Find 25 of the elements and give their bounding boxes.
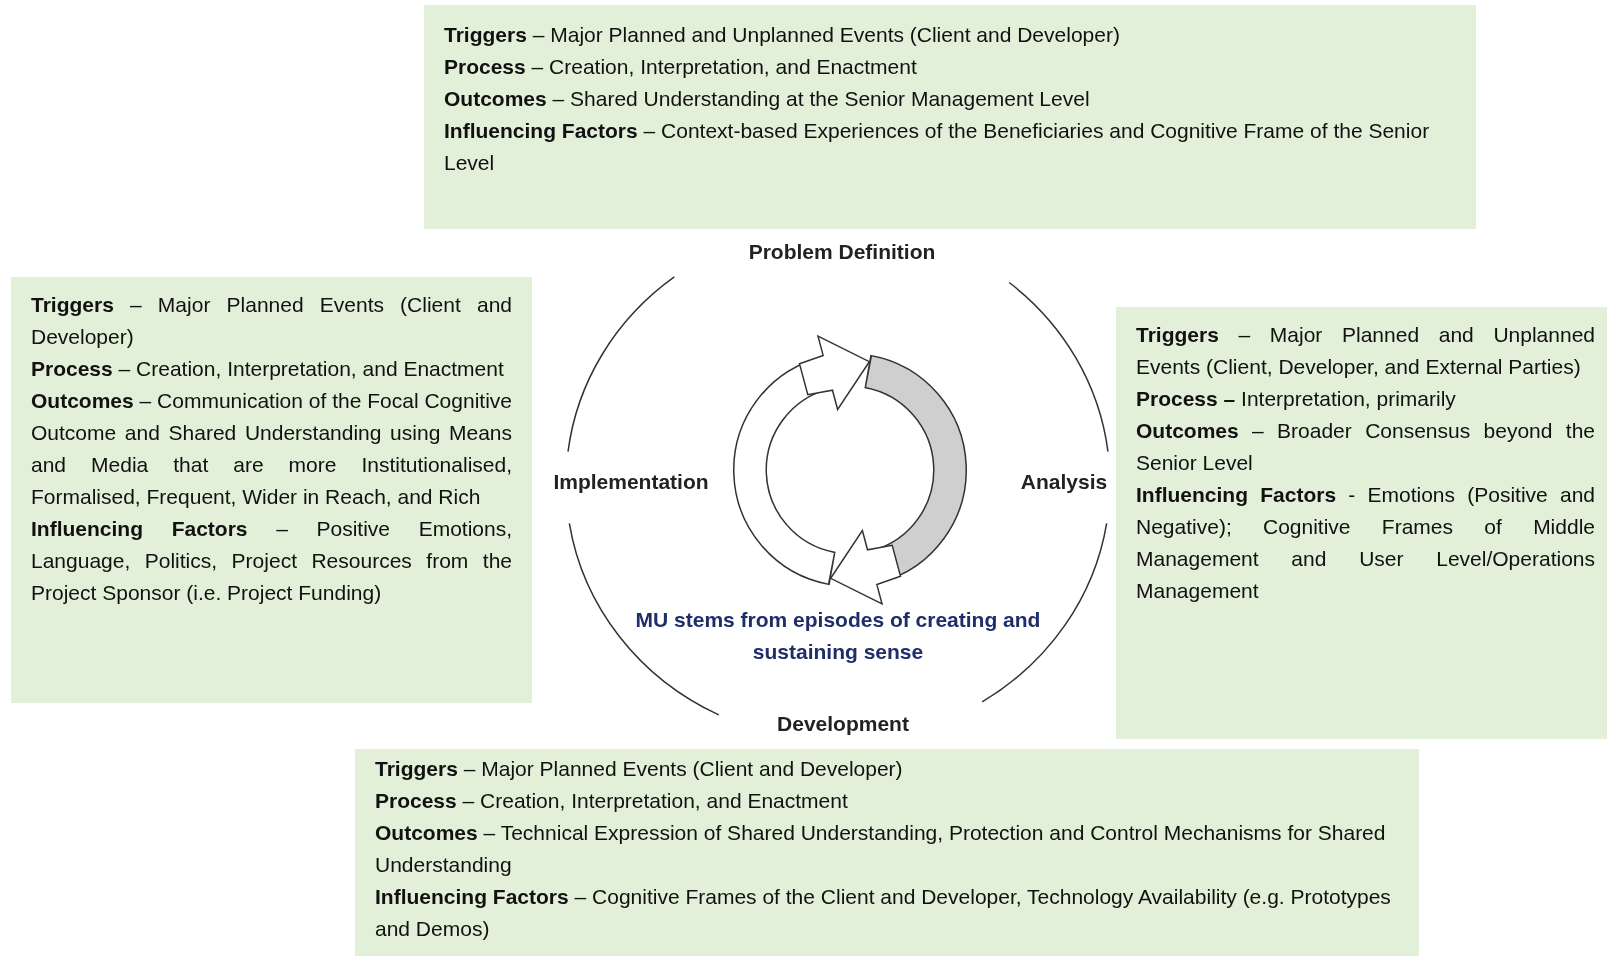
- info-text: Outcomes – Broader Consensus beyond the Senior Level: [1136, 418, 1595, 476]
- info-text: Triggers – Major Planned Events (Client and Developer): [375, 756, 904, 782]
- info-text: Outcomes – Technical Expression of Shared Understanding, Protection and Control Mechanisms for Shared Understanding: [375, 820, 1387, 878]
- info-text: Outcomes – Shared Understanding at the Senior Management Level: [444, 86, 1091, 112]
- phase-label: Development: [777, 712, 909, 736]
- info-text: Influencing Factors - Emotions (Positive and Negative); Cognitive Frames of Middle Management and User Level/Operations Management: [1136, 482, 1595, 604]
- phase-label: Analysis: [1020, 470, 1108, 494]
- info-box: [1116, 307, 1607, 739]
- info-text: Triggers – Major Planned and Unplanned Events (Client and Developer): [444, 22, 1121, 48]
- info-text: Process – Creation, Interpretation, and Enactment: [444, 54, 918, 80]
- info-box: [424, 5, 1476, 229]
- info-text: Influencing Factors – Cognitive Frames of the Client and Developer, Technology Availability (e.g. Prototypes and Demos): [375, 884, 1392, 942]
- info-text: Triggers – Major Planned Events (Client and Developer): [31, 292, 512, 350]
- phase-label: Problem Definition: [748, 240, 936, 264]
- info-text: Process – Interpretation, primarily: [1136, 386, 1457, 412]
- info-text: Influencing Factors – Context-based Experiences of the Beneficiaries and Cognitive Frame of the Senior Level: [444, 118, 1431, 176]
- info-text: Process – Creation, Interpretation, and Enactment: [31, 356, 505, 382]
- info-box: [355, 749, 1419, 956]
- info-text: Triggers – Major Planned and Unplanned Events (Client, Developer, and External Parties): [1136, 322, 1595, 380]
- info-box: [11, 277, 532, 703]
- center-caption: MU stems from episodes of creating and sustaining sense: [634, 607, 1042, 665]
- info-text: Influencing Factors – Positive Emotions, Language, Politics, Project Resources from the Project Sponsor (i.e. Project Funding): [31, 516, 512, 606]
- info-text: Process – Creation, Interpretation, and Enactment: [375, 788, 849, 814]
- info-text: Outcomes – Communication of the Focal Cognitive Outcome and Shared Understanding using Means and Media that are more Institutionalised, Formalised, Frequent, Wider in Reach, and Rich: [31, 388, 512, 510]
- phase-label: Implementation: [553, 470, 709, 494]
